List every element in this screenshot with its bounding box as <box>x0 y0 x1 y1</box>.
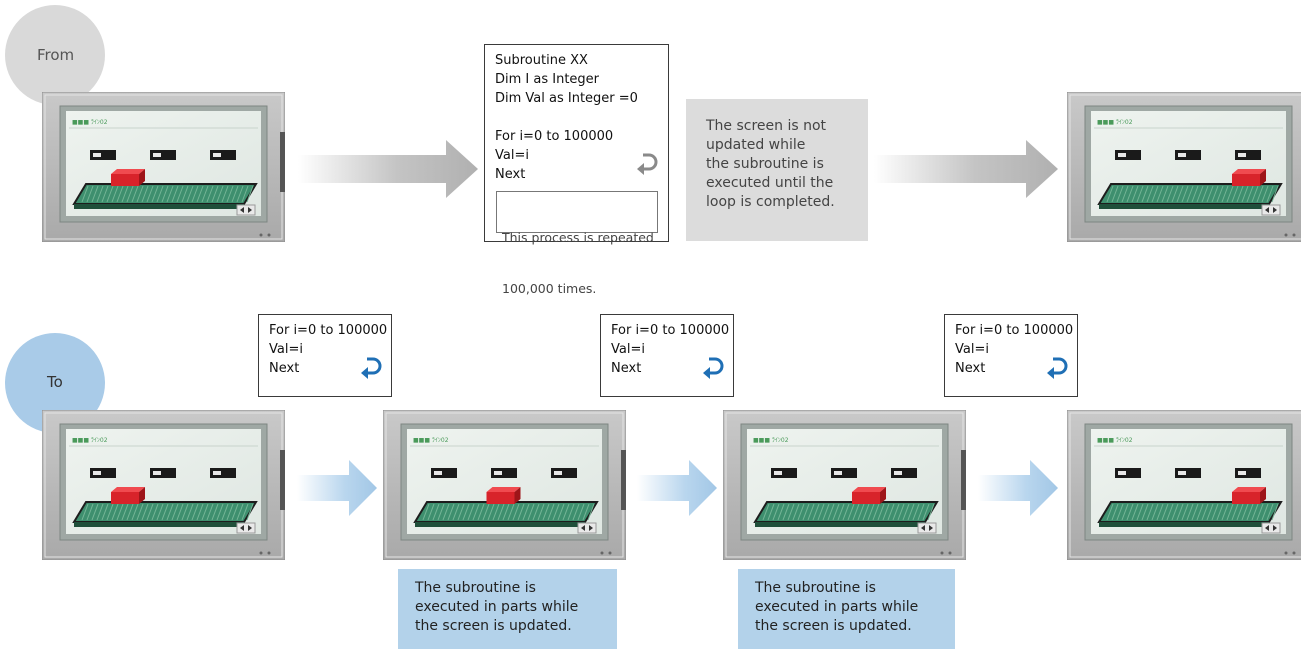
loop-arrow-icon <box>637 153 658 175</box>
note-line: The subroutine is <box>755 580 876 596</box>
svg-text:■■■ ﾗｲﾝ02: ■■■ ﾗｲﾝ02 <box>1097 119 1133 126</box>
code-line: For i=0 to 100000 <box>955 323 1074 338</box>
loop-code-box: For i=0 to 100000 Val=i Next <box>258 314 392 397</box>
code-line: Dim Val as Integer =0 <box>495 91 638 106</box>
hmi-screen-icon: ■■■ ﾗｲﾝ02 <box>1066 409 1301 564</box>
code-line: Next <box>495 167 526 182</box>
loop-code-box: For i=0 to 100000 Val=i Next <box>600 314 734 397</box>
loop-arrow-icon <box>703 357 724 379</box>
hmi-screen-icon: ■■■ ﾗｲﾝ02 <box>41 91 286 246</box>
loop-arrow-icon <box>1047 357 1068 379</box>
note-line: executed in parts while <box>415 599 579 615</box>
process-arrow <box>874 140 1058 198</box>
svg-text:■■■ ﾗｲﾝ02: ■■■ ﾗｲﾝ02 <box>1097 437 1133 444</box>
note-line: executed until the <box>706 175 834 191</box>
hmi-screen-icon: ■■■ ﾗｲﾝ02 <box>722 409 967 564</box>
executed-in-parts-note: The subroutine is executed in parts whil… <box>398 569 617 649</box>
code-line: Next <box>955 361 986 376</box>
loop-code-box: For i=0 to 100000 Val=i Next <box>944 314 1078 397</box>
from-circle: From <box>5 5 105 105</box>
code-line: Subroutine XX <box>495 53 588 68</box>
code-line: For i=0 to 100000 <box>495 129 614 144</box>
code-line: For i=0 to 100000 <box>269 323 388 338</box>
executed-in-parts-note: The subroutine is executed in parts whil… <box>738 569 955 649</box>
screen-not-updated-note: The screen is not updated while the subr… <box>686 99 868 241</box>
process-arrow <box>637 460 717 516</box>
note-line: The subroutine is <box>415 580 536 596</box>
note-line: the screen is updated. <box>415 618 572 634</box>
code-line: For i=0 to 100000 <box>611 323 730 338</box>
process-arrow <box>298 140 478 198</box>
from-label: From <box>37 46 75 64</box>
note-line: updated while <box>706 137 806 153</box>
hmi-screen-icon: ■■■ ﾗｲﾝ02 <box>382 409 627 564</box>
code-line: Dim I as Integer <box>495 72 600 87</box>
code-line: Next <box>611 361 642 376</box>
code-line: Val=i <box>611 342 645 357</box>
code-line: Val=i <box>269 342 303 357</box>
loop-arrow-icon <box>361 357 382 379</box>
process-arrow <box>978 460 1058 516</box>
note-line: the screen is updated. <box>755 618 912 634</box>
code-line: Val=i <box>495 148 529 163</box>
svg-text:■■■ ﾗｲﾝ02: ■■■ ﾗｲﾝ02 <box>72 437 108 444</box>
note-line: The screen is not <box>706 118 827 134</box>
subroutine-code-box: Subroutine XX Dim I as Integer Dim Val a… <box>484 44 669 296</box>
svg-text:■■■ ﾗｲﾝ02: ■■■ ﾗｲﾝ02 <box>753 437 789 444</box>
repeat-note: This process is repeated 100,000 times. <box>496 191 658 296</box>
code-line: Val=i <box>955 342 989 357</box>
code-line <box>495 108 658 127</box>
svg-text:■■■ ﾗｲﾝ02: ■■■ ﾗｲﾝ02 <box>413 437 449 444</box>
note-line: executed in parts while <box>755 599 919 615</box>
hmi-screen-icon: ■■■ ﾗｲﾝ02 <box>1066 91 1301 246</box>
hmi-screen-icon: ■■■ ﾗｲﾝ02 <box>41 409 286 564</box>
to-label: To <box>47 373 63 391</box>
repeat-note-line: This process is repeated <box>502 230 654 245</box>
svg-text:■■■ ﾗｲﾝ02: ■■■ ﾗｲﾝ02 <box>72 119 108 126</box>
note-line: loop is completed. <box>706 194 835 210</box>
repeat-note-line: 100,000 times. <box>502 281 597 296</box>
process-arrow <box>297 460 377 516</box>
code-line: Next <box>269 361 300 376</box>
note-line: the subroutine is <box>706 156 824 172</box>
